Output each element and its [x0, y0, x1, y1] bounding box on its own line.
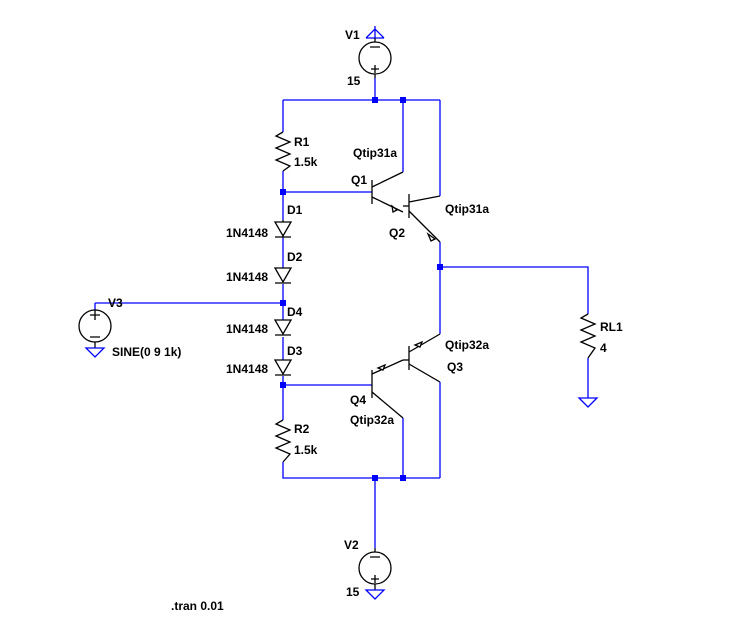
q1-value-label: Qtip31a: [353, 146, 397, 160]
emitter-icon: [371, 196, 404, 213]
rl1-resistor[interactable]: RL1 4: [577, 313, 623, 408]
junction-dot: [280, 189, 286, 195]
collector-icon: [408, 363, 441, 383]
bottom-rail-wire: [282, 462, 440, 479]
d2-value-label: 1N4148: [226, 270, 268, 284]
d1-value-label: 1N4148: [226, 226, 268, 240]
d1-diode[interactable]: D1 1N4148: [226, 203, 303, 240]
rl1-name-label: RL1: [600, 320, 623, 334]
collector-icon: [371, 171, 404, 188]
d3-name-label: D3: [287, 344, 303, 358]
junction-dot: [372, 97, 378, 103]
diode-icon: [273, 267, 293, 284]
v2-source[interactable]: V2 15: [344, 538, 392, 600]
collector-icon: [371, 391, 404, 419]
q1-transistor[interactable]: Q1 Qtip31a: [351, 146, 404, 213]
q3-name-label: Q3: [447, 360, 463, 374]
q4-value-label: Qtip32a: [350, 413, 394, 427]
d4-diode[interactable]: D4 1N4148: [226, 305, 303, 336]
r1-name-label: R1: [294, 135, 310, 149]
q3-value-label: Qtip32a: [445, 338, 489, 352]
d2-diode[interactable]: D2 1N4148: [226, 250, 303, 284]
r2-name-label: R2: [294, 422, 310, 436]
emitter-arrow-icon: [426, 232, 437, 242]
r2-resistor[interactable]: R2 1.5k: [274, 419, 318, 463]
junction-dot: [372, 475, 378, 481]
emitter-arrow-icon: [413, 340, 424, 348]
d3-diode[interactable]: D3 1N4148: [226, 344, 303, 376]
v1-ground-icon: [365, 26, 385, 39]
v1-value-label: 15: [347, 74, 361, 88]
emitter-arrow-icon: [391, 204, 399, 213]
v3-name-label: V3: [108, 296, 123, 310]
resistor-icon: [274, 131, 292, 172]
q1-name-label: Q1: [351, 173, 367, 187]
diode-icon: [273, 319, 293, 336]
v1-name-label: V1: [345, 28, 360, 42]
v3-source[interactable]: V3 SINE(0 9 1k): [78, 296, 181, 359]
junction-dot: [280, 300, 286, 306]
emitter-icon: [408, 210, 441, 243]
d1-name-label: D1: [287, 203, 303, 217]
emitter-icon: [408, 333, 441, 353]
diode-icon: [273, 359, 293, 376]
load-wire: [440, 266, 589, 314]
d4-name-label: D4: [287, 305, 303, 319]
v1-source[interactable]: V1 15: [345, 26, 392, 88]
wires: [94, 78, 589, 548]
junction-dot: [280, 382, 286, 388]
r2-value-label: 1.5k: [294, 443, 318, 457]
emitter-arrow-icon: [376, 363, 387, 371]
r1-resistor[interactable]: R1 1.5k: [274, 131, 318, 172]
d3-value-label: 1N4148: [226, 362, 268, 376]
q4-name-label: Q4: [350, 393, 366, 407]
resistor-icon: [579, 313, 597, 359]
v2-ground-icon: [364, 589, 386, 600]
rl1-ground-icon: [577, 397, 599, 408]
v2-name-label: V2: [344, 538, 359, 552]
spice-directive[interactable]: .tran 0.01: [171, 599, 224, 613]
q3-transistor[interactable]: Qtip32a Q3: [403, 333, 489, 383]
rl1-value-label: 4: [600, 341, 607, 355]
junction-dot: [400, 475, 406, 481]
polarity-icon: [370, 46, 380, 73]
polarity-icon: [370, 556, 380, 583]
v3-value-label: SINE(0 9 1k): [112, 345, 181, 359]
v2-value-label: 15: [346, 585, 360, 599]
r1-value-label: 1.5k: [294, 155, 318, 169]
v3-ground-icon: [84, 347, 106, 358]
polarity-icon: [90, 310, 100, 338]
emitter-icon: [371, 359, 404, 375]
collector-icon: [408, 195, 441, 203]
d4-value-label: 1N4148: [226, 322, 268, 336]
junction-dot: [400, 97, 406, 103]
junction-dot: [437, 264, 443, 270]
q2-name-label: Q2: [389, 226, 405, 240]
q2-transistor[interactable]: Q2 Qtip31a: [389, 194, 489, 243]
q4-transistor[interactable]: Q4 Qtip32a: [350, 359, 404, 427]
d2-name-label: D2: [287, 250, 303, 264]
diode-icon: [273, 220, 293, 238]
q2-value-label: Qtip31a: [445, 202, 489, 216]
junctions: [280, 97, 443, 481]
resistor-icon: [274, 419, 292, 463]
